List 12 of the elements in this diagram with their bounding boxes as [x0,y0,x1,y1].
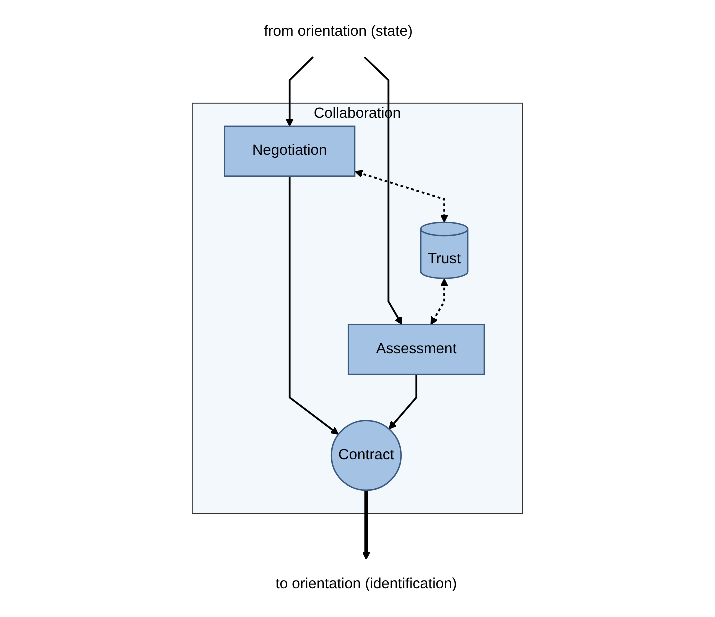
node-box: Negotiation [224,126,356,178]
arrow [362,490,371,560]
arrow [364,56,402,326]
node-text: from orientation (state) [264,24,413,40]
node-circle: Contract [330,420,402,492]
arrow [354,170,449,223]
arrow [286,56,314,127]
arrow [288,176,340,435]
node-text: to orientation (identification) [276,576,458,592]
arrow [430,278,449,326]
arrow [388,374,418,430]
node-box: Assessment [348,324,486,376]
